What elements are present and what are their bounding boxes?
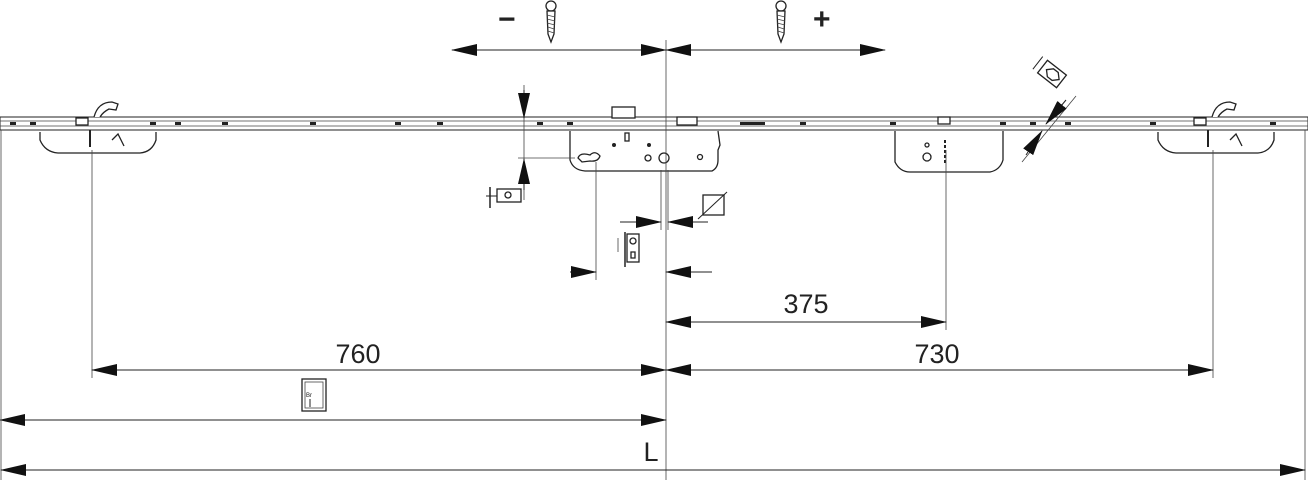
middle-latch-keeper (894, 116, 1004, 173)
dimension-375: 375 (665, 150, 947, 330)
square-spindle-icon (697, 191, 728, 220)
dimension-375-label: 375 (783, 289, 828, 319)
overall-length-dimension: L (0, 130, 1306, 480)
faceplate-offset-icon (486, 187, 522, 208)
minus-label: − (498, 3, 516, 36)
dimension-760-label: 760 (335, 339, 380, 369)
overall-length-label: L (643, 437, 658, 467)
screw-icon-plus (775, 0, 787, 44)
dimension-730: 730 (665, 150, 1214, 378)
plus-label: + (813, 3, 831, 36)
lock-rail (0, 116, 1308, 131)
faceplate-offset-dimension (518, 85, 575, 200)
faceplate-thickness-dimension (1021, 95, 1077, 163)
backset-dimension (570, 162, 712, 280)
screw-icon-minus (545, 0, 557, 44)
right-hook-lock (1157, 101, 1275, 154)
dimension-760: 760 (91, 150, 667, 378)
left-hook-lock (39, 101, 157, 154)
dimension-730-label: 730 (914, 339, 959, 369)
handle-height-icon-text: Br (306, 393, 312, 399)
handle-height-icon: Br (301, 378, 327, 412)
backset-icon (617, 232, 640, 267)
faceplate-thickness-icon (1032, 56, 1068, 89)
main-lock-case (569, 106, 721, 172)
spindle-dimension (620, 170, 708, 230)
adjustment-range-dimension (451, 40, 886, 480)
